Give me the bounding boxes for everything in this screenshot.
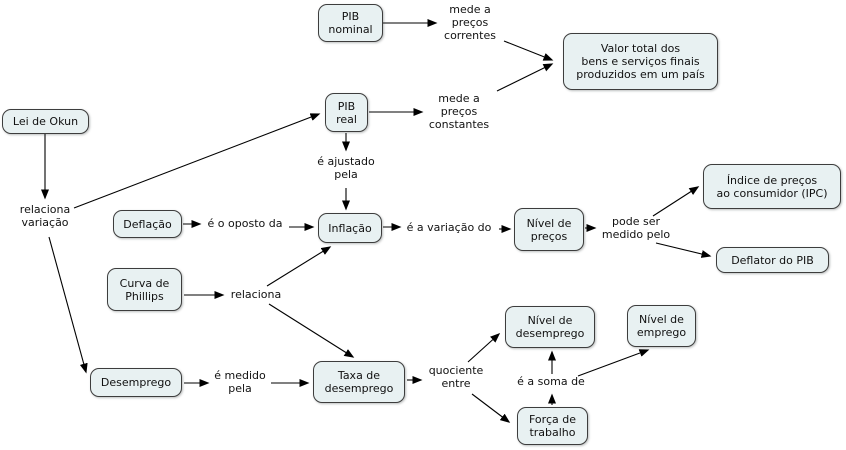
node-nivel-de-precos[interactable]: Nível de preços [514,208,584,251]
node-deflacao[interactable]: Deflação [113,210,182,238]
edge-quociente-to-niveldesemprego [467,332,501,363]
edge-medidopelo-to-deflator [655,242,712,258]
edge-label-pode-ser-medido-pelo[interactable]: pode ser medido pelo [601,215,671,241]
node-nivel-de-emprego[interactable]: Nível de emprego [627,305,696,347]
node-nivel-de-desemprego[interactable]: Nível de desemprego [505,306,595,348]
edge-label-mede-precos-correntes[interactable]: mede a preços correntes [444,3,496,42]
node-taxa-de-desemprego[interactable]: Taxa de desemprego [313,361,405,403]
edge-label-e-ajustado-pela[interactable]: é ajustado pela [317,155,375,181]
node-ipc[interactable]: Índice de preços ao consumidor (IPC) [703,164,841,209]
edge-label-quociente-entre[interactable]: quociente entre [428,364,484,390]
edge-label-e-o-oposto-da[interactable]: é o oposto da [207,217,283,230]
edge-label-relaciona[interactable]: relaciona [230,288,282,301]
edge-label-e-a-soma-de[interactable]: é a soma de [517,375,585,388]
node-lei-de-okun[interactable]: Lei de Okun [2,109,89,134]
edge-label-mede-precos-constantes[interactable]: mede a preços constantes [428,92,490,131]
node-deflator-do-pib[interactable]: Deflator do PIB [716,247,829,273]
node-forca-de-trabalho[interactable]: Força de trabalho [517,407,588,445]
edge-relacionavar-to-pibreal [73,113,321,209]
edge-constantes-to-valortotal [496,63,554,92]
edge-soma-to-nivelemprego [577,349,650,377]
edge-correntes-to-valortotal [503,40,554,61]
edge-relaciona-to-inflacao [266,246,332,287]
node-inflacao[interactable]: Inflação [318,213,382,243]
edge-label-relaciona-variacao[interactable]: relaciona variação [19,203,71,229]
node-valor-total[interactable]: Valor total dos bens e serviços finais p… [563,33,718,90]
edge-podeser-to-ipc [652,186,700,217]
edge-relacionavar-to-desemprego [48,236,88,374]
node-curva-de-phillips[interactable]: Curva de Phillips [107,268,182,311]
node-desemprego[interactable]: Desemprego [90,368,182,397]
edge-relaciona-to-taxa [268,303,355,358]
node-pib-nominal[interactable]: PIB nominal [318,4,383,42]
node-pib-real[interactable]: PIB real [325,93,368,132]
edge-entre-to-forca [471,393,511,423]
edge-label-e-medido-pela[interactable]: é medido pela [214,369,266,395]
edge-label-e-a-variacao-do[interactable]: é a variação do [406,221,492,234]
